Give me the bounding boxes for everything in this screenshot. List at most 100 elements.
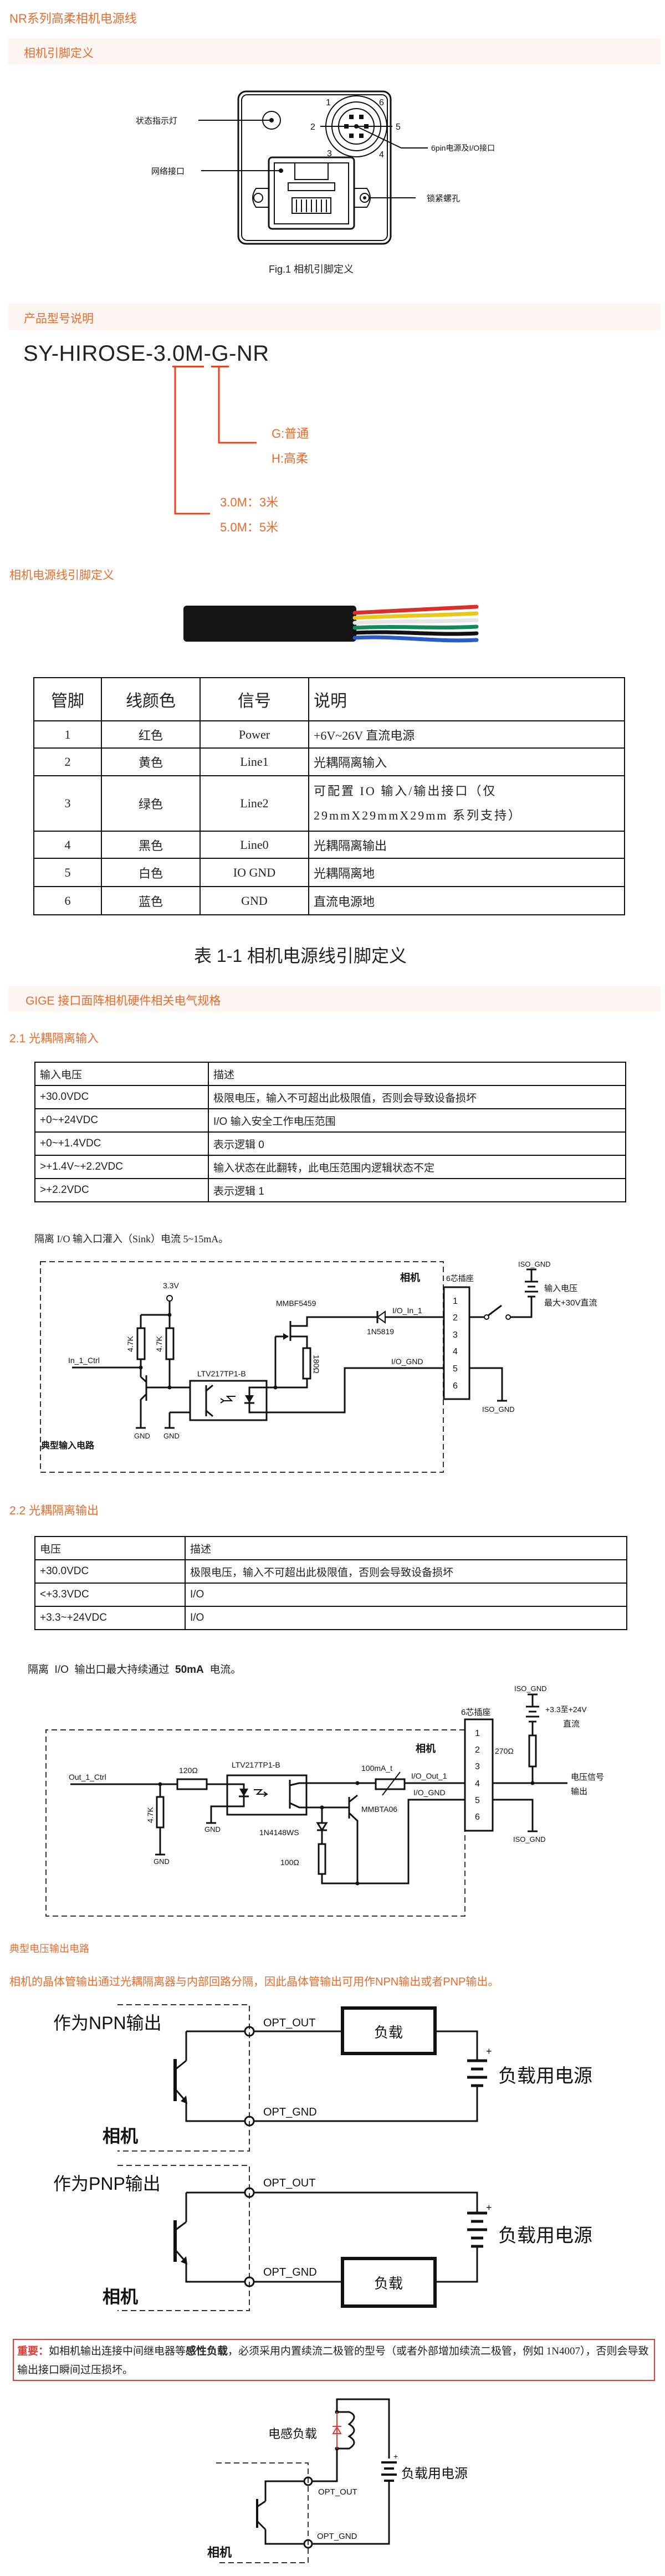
svg-text:OPT_OUT: OPT_OUT xyxy=(263,2017,315,2029)
cell-desc: I/O xyxy=(185,1583,627,1607)
type-option-h: H:高柔 xyxy=(272,452,309,465)
svg-text:相机: 相机 xyxy=(400,1272,420,1283)
svg-text:+: + xyxy=(393,2452,398,2461)
svg-text:LTV217TP1-B: LTV217TP1-B xyxy=(197,1369,246,1378)
cell-color: 白色 xyxy=(101,858,201,887)
label-screw: 锁紧螺孔 xyxy=(427,194,460,203)
cell-desc: I/O xyxy=(185,1606,627,1630)
svg-text:输入电压: 输入电压 xyxy=(544,1284,577,1293)
note-text: 隔离 I/O 输出口最大持续通过 xyxy=(28,1664,176,1676)
pin-number: 4 xyxy=(379,150,384,160)
svg-text:GND: GND xyxy=(154,1857,170,1866)
cell-pin: 5 xyxy=(33,858,102,887)
cell-desc: +6V~26V 直流电源 xyxy=(308,720,625,749)
table-header: 描述 xyxy=(208,1062,626,1086)
cell-voltage: +0~+1.4VDC xyxy=(34,1131,209,1156)
svg-text:OPT_OUT: OPT_OUT xyxy=(263,2177,315,2189)
warning-label: 重要： xyxy=(17,2345,49,2357)
section-bar-pin-def: 相机引脚定义 xyxy=(8,38,661,65)
svg-text:3: 3 xyxy=(453,1330,458,1340)
svg-text:相机: 相机 xyxy=(207,2546,232,2559)
page-title: NR系列高柔相机电源线 xyxy=(9,12,137,25)
table-header: 管脚 xyxy=(33,677,102,721)
svg-text:100mA_t: 100mA_t xyxy=(361,1764,392,1773)
cell-desc: 直流电源地 xyxy=(308,886,625,915)
warning-bold: 感性负载 xyxy=(186,2345,228,2357)
svg-text:ISO_GND: ISO_GND xyxy=(514,1684,547,1693)
flyback-diode-icon xyxy=(332,2426,342,2434)
type-option-g: G:普通 xyxy=(272,427,309,441)
pin-number: 2 xyxy=(310,122,315,132)
svg-text:MMBTA06: MMBTA06 xyxy=(361,1805,397,1814)
svg-text:I/O_Out_1: I/O_Out_1 xyxy=(411,1771,447,1780)
note-bold: 50mA xyxy=(175,1664,204,1676)
section-bar-model: 产品型号说明 xyxy=(8,304,661,330)
cable-image xyxy=(183,605,479,643)
npn-output-diagram: 作为NPN输出 OPT_OUT OPT_GND 负载 + 负载用电源 相机 xyxy=(53,2004,592,2152)
svg-text:1N4148WS: 1N4148WS xyxy=(259,1828,299,1837)
svg-text:4.7K: 4.7K xyxy=(146,1807,155,1823)
typical-title: 典型电压输出电路 xyxy=(9,1943,89,1954)
rj45-port-icon xyxy=(268,156,355,230)
cable-wire xyxy=(352,624,479,630)
cable-wire xyxy=(352,611,479,620)
svg-text:6芯插座: 6芯插座 xyxy=(461,1708,490,1717)
svg-text:负载用电源: 负载用电源 xyxy=(401,2466,468,2481)
svg-text:最大+30V直流: 最大+30V直流 xyxy=(544,1298,597,1308)
svg-text:I/O_GND: I/O_GND xyxy=(413,1788,446,1797)
cell-color: 蓝色 xyxy=(101,886,201,915)
model-code-suffix: -NR xyxy=(229,341,269,366)
section-title: 相机引脚定义 xyxy=(24,47,94,60)
screw-hole-icon xyxy=(253,193,263,203)
svg-text:120Ω: 120Ω xyxy=(179,1766,198,1775)
cable-title: 相机电源线引脚定义 xyxy=(9,569,114,582)
cell-desc: 极限电压，输入不可超出此极限值，否则会导致设备损坏 xyxy=(208,1085,626,1109)
svg-text:In_1_Ctrl: In_1_Ctrl xyxy=(68,1356,100,1365)
svg-text:OPT_GND: OPT_GND xyxy=(317,2532,357,2541)
svg-text:2: 2 xyxy=(475,1745,480,1755)
svg-text:+: + xyxy=(486,2046,492,2057)
svg-text:I/O_GND: I/O_GND xyxy=(391,1357,423,1366)
table-header: 描述 xyxy=(185,1536,627,1560)
svg-text:6: 6 xyxy=(453,1381,458,1391)
cable-wire xyxy=(352,605,479,615)
output-title: 2.2 光耦隔离输出 xyxy=(9,1504,99,1517)
pin-number: 5 xyxy=(396,122,401,132)
socket-6pin xyxy=(443,1286,470,1400)
svg-text:6芯插座: 6芯插座 xyxy=(446,1274,474,1283)
svg-text:4: 4 xyxy=(453,1347,458,1356)
load-box xyxy=(341,2257,437,2308)
cell-voltage: +30.0VDC xyxy=(34,1559,186,1584)
svg-text:1: 1 xyxy=(475,1729,480,1738)
svg-text:直流: 直流 xyxy=(563,1719,580,1729)
note-text: 电流。 xyxy=(203,1664,242,1676)
table-header: 电压 xyxy=(34,1536,186,1560)
svg-text:LTV217TP1-B: LTV217TP1-B xyxy=(232,1760,280,1769)
inductive-load-diagram: 电感负载 + 负载用电源 OPT_OUT OPT_GND 相机 xyxy=(207,2398,468,2563)
svg-text:6: 6 xyxy=(475,1812,480,1822)
cell-pin: 4 xyxy=(33,831,102,859)
table-header: 信号 xyxy=(200,677,309,721)
warning-text: 如相机输出连接中间继电器等 xyxy=(49,2345,186,2357)
svg-text:ISO_GND: ISO_GND xyxy=(482,1405,515,1414)
typical-desc: 相机的晶体管输出通过光耦隔离器与内部回路分隔，因此晶体管输出可用作NPN输出或者… xyxy=(9,1976,499,1988)
pin-number: 6 xyxy=(379,98,384,107)
svg-text:4.7K: 4.7K xyxy=(126,1336,135,1352)
svg-text:270Ω: 270Ω xyxy=(495,1747,514,1755)
svg-text:OPT_GND: OPT_GND xyxy=(263,2266,317,2278)
cell-signal: Line2 xyxy=(200,775,309,832)
svg-text:3: 3 xyxy=(475,1762,480,1771)
svg-text:5: 5 xyxy=(475,1796,480,1805)
svg-text:相机: 相机 xyxy=(103,2126,138,2146)
cell-desc: 表示逻辑 1 xyxy=(208,1178,626,1202)
